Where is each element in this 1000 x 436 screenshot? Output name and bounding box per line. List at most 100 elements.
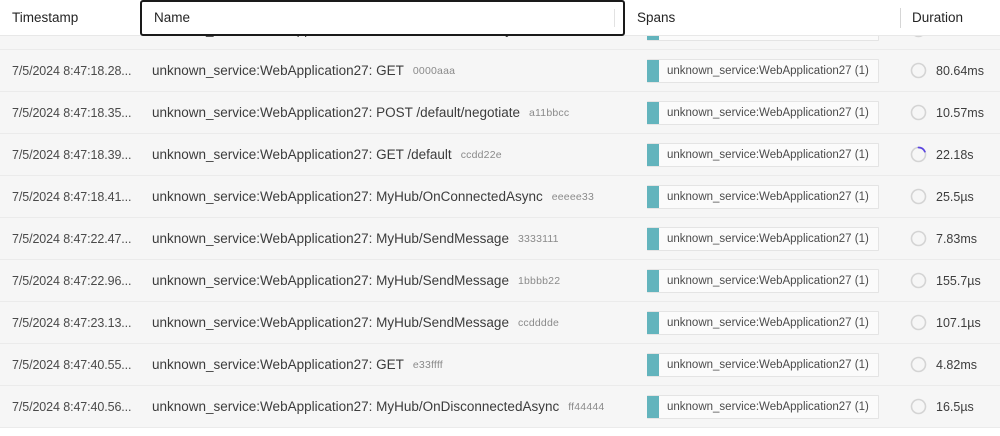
column-resize-handle-name[interactable] [614,9,615,27]
duration-ring-icon [910,356,927,373]
timestamp-text: 7/5/2024 8:47:18.35... [12,105,132,120]
span-badge[interactable]: unknown_service:WebApplication27 (1) [647,184,879,209]
cell-duration: 7.83ms [900,218,1000,260]
span-badge[interactable]: unknown_service:WebApplication27 (1) [647,100,879,125]
duration-text: 107.1µs [936,315,981,330]
span-badge[interactable]: unknown_service:WebApplication27 (1) [647,226,879,251]
span-color-bar [647,36,659,40]
cell-name: unknown_service:WebApplication27: MyHub/… [140,260,625,302]
column-header-name[interactable]: Name [140,0,625,36]
cell-spans: unknown_service:WebApplication27 (1) [625,176,900,218]
cell-timestamp: 7/5/2024 8:47:18.28... [0,50,140,92]
column-header-timestamp[interactable]: Timestamp [0,0,140,36]
trace-name-text: unknown_service:WebApplication27: MyHub/… [152,273,509,288]
column-header-spans-label: Spans [637,10,676,26]
duration-text: 25.5µs [936,189,974,204]
grid-body: 7/5/2024 8:46:58.31... unknown_service:We… [0,36,1000,436]
cell-spans: unknown_service:WebApplication27 (1) [625,344,900,386]
column-header-spans[interactable]: Spans [625,0,900,36]
table-row[interactable]: 7/5/2024 8:47:23.13...unknown_service:We… [0,302,1000,344]
grid-rows-container: 7/5/2024 8:46:58.31... unknown_service:We… [0,36,1000,428]
table-row[interactable]: 7/5/2024 8:47:18.35... unknown_service:We… [0,92,1000,134]
span-label-text: unknown_service:WebApplication27 (1) [667,274,869,287]
span-color-bar [647,353,659,376]
cell-duration: 16.5µs [900,386,1000,428]
table-row[interactable]: 7/5/2024 8:47:40.56...unknown_service:We… [0,386,1000,428]
cell-name: unknown_service:WebApplication27: GET /d… [140,134,625,176]
grid-header-row: Timestamp Name Spans Duration [0,0,1000,36]
cell-timestamp: 7/5/2024 8:47:18.35... [0,92,140,134]
timestamp-text: 7/5/2024 8:47:18.41... [12,189,132,204]
cell-name: unknown_service:WebApplication27: MyHub/… [140,386,625,428]
trace-id-text: a11bbcc [528,106,570,119]
duration-ring-icon [910,272,927,289]
span-label-text: unknown_service:WebApplication27 (1) [667,148,869,161]
cell-duration: 80.64ms [900,50,1000,92]
span-color-bar [647,395,659,418]
span-badge[interactable]: unknown_service:WebApplication27 (1) [647,268,879,293]
span-label-text: unknown_service:WebApplication27 (1) [659,36,878,40]
span-label-text: unknown_service:WebApplication27 (1) [667,358,869,371]
span-color-bar [647,311,659,334]
cell-name: unknown_service:WebApplication27: C/OnDi… [140,36,625,50]
span-badge[interactable]: unknown_service:WebApplication27 (1) [647,36,879,41]
cell-timestamp: 7/5/2024 8:47:40.55... [0,344,140,386]
cell-spans: unknown_service:WebApplication27 (1) [625,134,900,176]
table-row[interactable]: 7/5/2024 8:47:18.28... unknown_service:We… [0,50,1000,92]
duration-text: 4.82ms [936,357,977,372]
trace-name-text: unknown_service:WebApplication27: POST /… [152,105,520,120]
cell-duration: 22.18s [900,134,1000,176]
table-row[interactable]: 7/5/2024 8:47:22.47... unknown_service:We… [0,218,1000,260]
column-header-timestamp-label: Timestamp [12,10,79,26]
cell-spans: unknown_service:WebApplication27 (1) [625,386,900,428]
span-badge[interactable]: unknown_service:WebApplication27 (1) [647,142,879,167]
table-row[interactable]: 7/5/2024 8:47:40.55...unknown_service:We… [0,344,1000,386]
cell-duration: 25.5µs [900,176,1000,218]
trace-id-text: ccdd22e [460,148,502,161]
table-row[interactable]: 7/5/2024 8:47:18.41... unknown_service:We… [0,176,1000,218]
span-badge[interactable]: unknown_service:WebApplication27 (1) [647,352,879,377]
span-color-bar [647,269,659,292]
duration-ring-icon [910,230,927,247]
cell-timestamp: 7/5/2024 8:47:22.96... [0,260,140,302]
span-color-bar [647,143,659,166]
cell-duration: 4.82ms [900,344,1000,386]
timestamp-text: 7/5/2024 8:47:22.47... [12,231,132,246]
duration-ring-icon [910,188,927,205]
table-row[interactable]: 7/5/2024 8:47:22.96... unknown_service:We… [0,260,1000,302]
trace-name-text: unknown_service:WebApplication27: C/OnDi… [152,36,526,37]
span-badge[interactable]: unknown_service:WebApplication27 (1) [647,394,879,419]
cell-spans: unknown_service:WebApplication27 (1) [625,218,900,260]
span-label-text: unknown_service:WebApplication27 (1) [667,400,869,413]
cell-name: unknown_service:WebApplication27: POST /… [140,92,625,134]
table-row[interactable]: 7/5/2024 8:46:58.31... unknown_service:We… [0,36,1000,50]
cell-timestamp: 7/5/2024 8:46:58.31... [0,36,140,50]
duration-text: 7.83ms [936,231,977,246]
span-badge[interactable]: unknown_service:WebApplication27 (1) [647,310,879,335]
cell-timestamp: 7/5/2024 8:47:22.47... [0,218,140,260]
timestamp-text: 7/5/2024 8:47:22.96... [12,273,132,288]
column-header-duration[interactable]: Duration [900,0,1000,36]
span-badge[interactable]: unknown_service:WebApplication27 (1) [647,58,879,83]
timestamp-text: 7/5/2024 8:47:18.28... [12,63,132,78]
span-label-text: unknown_service:WebApplication27 (1) [667,64,869,77]
cell-timestamp: 7/5/2024 8:47:18.41... [0,176,140,218]
cell-spans: unknown_service:WebApplication27 (1) [625,36,900,50]
cell-duration: 107.1µs [900,302,1000,344]
span-label-text: unknown_service:WebApplication27 (1) [667,232,869,245]
table-row[interactable]: 7/5/2024 8:47:18.39...unknown_service:We… [0,134,1000,176]
trace-name-text: unknown_service:WebApplication27: GET /d… [152,147,452,162]
span-color-bar [647,227,659,250]
trace-name-text: unknown_service:WebApplication27: MyHub/… [152,315,509,330]
duration-text: 155.7µs [936,273,981,288]
trace-id-text: 1bbbb22 [517,274,561,287]
duration-ring-icon [910,398,927,415]
cell-name: unknown_service:WebApplication27: MyHub/… [140,218,625,260]
span-label-text: unknown_service:WebApplication27 (1) [667,106,869,119]
trace-name-text: unknown_service:WebApplication27: MyHub/… [152,189,543,204]
cell-spans: unknown_service:WebApplication27 (1) [625,92,900,134]
column-header-name-label: Name [154,10,191,26]
span-color-bar [647,101,659,124]
